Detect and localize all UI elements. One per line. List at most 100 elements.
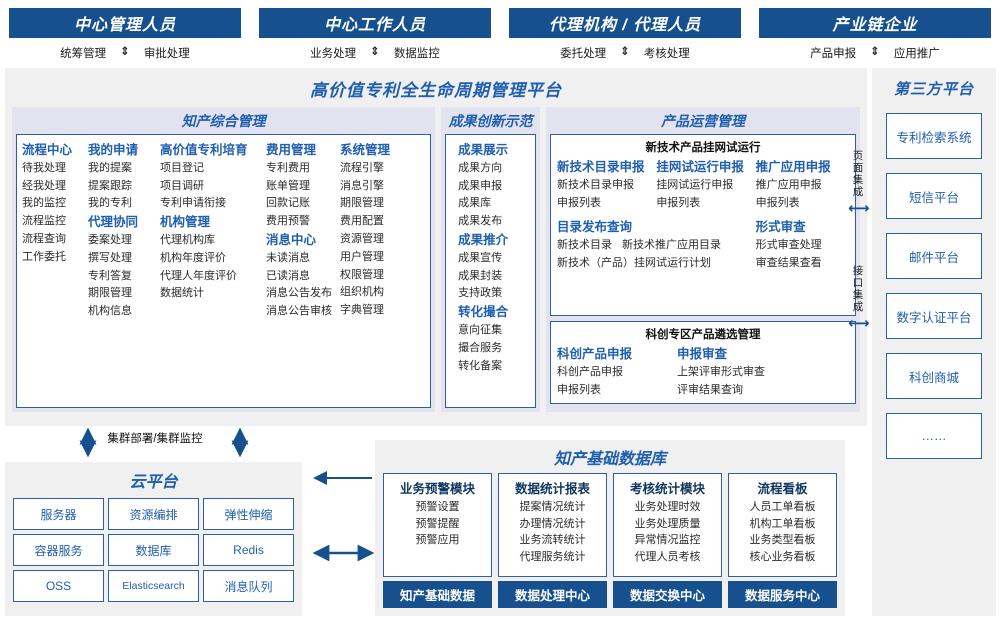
menu-item[interactable]: 工作委托: [22, 250, 66, 263]
role-title-center-admin[interactable]: 中心管理人员: [8, 8, 242, 38]
third-party-digital-cert[interactable]: 数字认证平台: [886, 293, 982, 339]
db-card-item[interactable]: 业务流转统计: [519, 534, 586, 546]
menu-item[interactable]: 支持政策: [458, 287, 503, 300]
group-head[interactable]: 系统管理: [340, 143, 391, 157]
menu-item[interactable]: 挂网试运行申报: [656, 178, 734, 191]
third-party-email[interactable]: 邮件平台: [886, 233, 982, 279]
db-card-item[interactable]: 人员工单看板: [749, 501, 816, 513]
cloud-cell-container[interactable]: 容器服务: [13, 534, 104, 566]
menu-item[interactable]: 权限管理: [340, 268, 384, 281]
menu-item[interactable]: 流程查询: [22, 233, 66, 245]
menu-item[interactable]: 消息公告发布: [266, 287, 332, 300]
menu-item[interactable]: 形式审查处理: [755, 239, 822, 252]
menu-item[interactable]: 专利答复: [88, 269, 132, 282]
menu-item[interactable]: 期限管理: [340, 197, 384, 210]
third-party-kechuang-mall[interactable]: 科创商城: [886, 353, 982, 399]
menu-item[interactable]: 转化备案: [458, 359, 503, 372]
group-head[interactable]: 消息中心: [266, 233, 317, 247]
menu-item[interactable]: 审查结果查看: [755, 256, 822, 269]
group-head[interactable]: 申报审查: [677, 347, 728, 361]
group-head[interactable]: 目录发布查询: [557, 220, 633, 235]
cloud-cell-database[interactable]: 数据库: [108, 534, 199, 566]
db-foot-basic-data[interactable]: 知产基础数据: [383, 581, 492, 608]
group-head[interactable]: 我的申请: [88, 143, 139, 157]
menu-item[interactable]: 流程引擎: [340, 161, 384, 174]
menu-item[interactable]: 成果申报: [458, 179, 503, 192]
menu-item[interactable]: 申报列表: [557, 383, 601, 396]
menu-item[interactable]: 新技术（产品）挂网试运行计划: [557, 256, 711, 269]
menu-item[interactable]: 机构信息: [88, 305, 132, 318]
group-head[interactable]: 代理协同: [88, 215, 139, 230]
role-title-agency[interactable]: 代理机构 / 代理人员: [508, 8, 742, 38]
group-head[interactable]: 挂网试运行申报: [656, 160, 744, 174]
db-card-item[interactable]: 业务类型看板: [749, 534, 816, 546]
menu-item[interactable]: 代理机构库: [160, 233, 215, 246]
menu-item[interactable]: 消息引擎: [340, 179, 384, 192]
menu-item[interactable]: 评审结果查询: [677, 383, 743, 396]
menu-item[interactable]: 经我处理: [22, 179, 66, 192]
menu-item[interactable]: 我的专利: [88, 197, 132, 210]
menu-item[interactable]: 项目调研: [160, 179, 204, 192]
db-card-item[interactable]: 异常情况监控: [634, 534, 701, 546]
cloud-cell-redis[interactable]: Redis: [203, 534, 294, 566]
db-foot-exchange-center[interactable]: 数据交换中心: [613, 581, 722, 608]
group-head[interactable]: 成果推介: [458, 233, 509, 247]
menu-item[interactable]: 待我处理: [22, 161, 66, 174]
db-card-item[interactable]: 办理情况统计: [519, 517, 586, 530]
menu-item[interactable]: 成果宣传: [458, 251, 503, 264]
menu-item[interactable]: 费用配置: [340, 215, 384, 228]
menu-item[interactable]: 账单管理: [266, 179, 310, 192]
cloud-cell-message-queue[interactable]: 消息队列: [203, 570, 294, 602]
menu-item[interactable]: 未读消息: [266, 251, 310, 264]
role-title-industry-enterprise[interactable]: 产业链企业: [758, 8, 992, 38]
menu-item[interactable]: 回款记账: [266, 197, 310, 210]
menu-item[interactable]: 我的提案: [88, 161, 132, 174]
menu-item[interactable]: 消息公告审核: [266, 305, 332, 318]
cloud-cell-elastic-scaling[interactable]: 弹性伸缩: [203, 498, 294, 530]
menu-item[interactable]: 科创产品申报: [557, 365, 623, 378]
db-card-item[interactable]: 业务处理时效: [634, 501, 701, 513]
group-head[interactable]: 新技术目录申报: [557, 160, 645, 174]
menu-item[interactable]: 流程监控: [22, 215, 66, 228]
db-card-item[interactable]: 提案情况统计: [519, 501, 586, 513]
db-card-item[interactable]: 预警设置: [415, 501, 460, 513]
cloud-cell-oss[interactable]: OSS: [13, 570, 104, 602]
menu-item[interactable]: 委案处理: [88, 233, 132, 246]
menu-item[interactable]: 成果封装: [458, 269, 503, 282]
db-card-item[interactable]: 机构工单看板: [749, 517, 816, 530]
db-foot-service-center[interactable]: 数据服务中心: [728, 581, 837, 608]
menu-item[interactable]: 上架评审形式审查: [677, 365, 765, 378]
menu-item[interactable]: 字典管理: [340, 304, 384, 317]
menu-item[interactable]: 新技术目录: [557, 239, 612, 252]
menu-item[interactable]: 已读消息: [266, 269, 310, 282]
menu-item[interactable]: 新技术目录申报: [557, 178, 634, 191]
third-party-patent-search[interactable]: 专利检索系统: [886, 113, 982, 159]
menu-item[interactable]: 成果库: [458, 197, 492, 210]
menu-item[interactable]: 新技术推广应用目录: [622, 239, 721, 252]
menu-item[interactable]: 撮合服务: [458, 341, 503, 354]
cloud-cell-server[interactable]: 服务器: [13, 498, 104, 530]
role-title-center-staff[interactable]: 中心工作人员: [258, 8, 492, 38]
menu-item[interactable]: 撰写处理: [88, 251, 132, 264]
menu-item[interactable]: 组织机构: [340, 286, 384, 299]
db-foot-processing-center[interactable]: 数据处理中心: [498, 581, 607, 608]
menu-item[interactable]: 申报列表: [755, 196, 800, 209]
menu-item[interactable]: 专利申请衔接: [160, 197, 226, 210]
menu-item[interactable]: 申报列表: [557, 196, 601, 209]
cloud-cell-orchestration[interactable]: 资源编排: [108, 498, 199, 530]
third-party-more[interactable]: ……: [886, 413, 982, 459]
db-card-item[interactable]: 核心业务看板: [749, 550, 816, 563]
db-card-item[interactable]: 代理服务统计: [519, 550, 586, 563]
third-party-sms[interactable]: 短信平台: [886, 173, 982, 219]
menu-item[interactable]: 提案跟踪: [88, 179, 132, 192]
menu-item[interactable]: 费用预警: [266, 215, 310, 228]
menu-item[interactable]: 我的监控: [22, 197, 66, 210]
group-head[interactable]: 形式审查: [755, 220, 806, 235]
db-card-item[interactable]: 业务处理质量: [634, 517, 701, 530]
group-head[interactable]: 高价值专利培育: [160, 143, 248, 157]
menu-item[interactable]: 期限管理: [88, 287, 132, 300]
group-head[interactable]: 成果展示: [458, 143, 509, 157]
menu-item[interactable]: 资源管理: [340, 233, 384, 245]
menu-item[interactable]: 推广应用申报: [755, 178, 822, 191]
group-head[interactable]: 推广应用申报: [755, 160, 831, 174]
